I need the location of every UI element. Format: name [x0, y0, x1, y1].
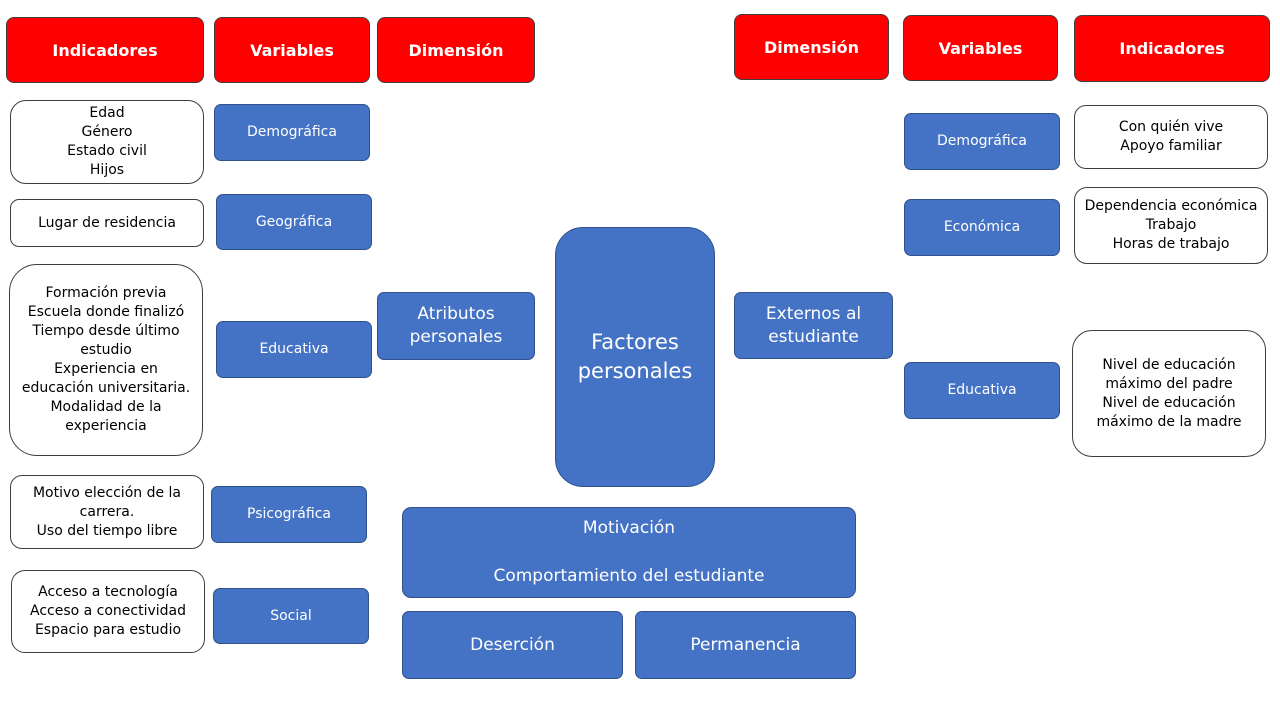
left-header-variables: Variables	[214, 17, 370, 83]
dimension-atributos-personales: Atributos personales	[377, 292, 535, 360]
variable-label: Demográfica	[937, 133, 1027, 149]
outcome-desercion: Deserción	[402, 611, 623, 679]
variable-social-left: Social	[213, 588, 369, 644]
variable-demografica-right: Demográfica	[904, 113, 1060, 170]
indicator-psicografica-left: Motivo elección de la carrera. Uso del t…	[10, 475, 204, 549]
dimension-label-line: estudiante	[768, 326, 859, 347]
indicator-line: Estado civil	[67, 143, 147, 159]
indicator-educativa-left: Formación previa Escuela donde finalizó …	[9, 264, 203, 456]
central-node-label-line: personales	[577, 359, 693, 383]
indicator-demografica-right: Con quién vive Apoyo familiar	[1074, 105, 1268, 169]
right-header-indicadores: Indicadores	[1074, 15, 1270, 82]
indicator-economica-right: Dependencia económica Trabajo Horas de t…	[1074, 187, 1268, 264]
indicator-line: Espacio para estudio	[34, 622, 182, 638]
variable-label: Educativa	[259, 341, 329, 357]
variable-label: Educativa	[947, 382, 1017, 398]
left-header-indicadores: Indicadores	[6, 17, 204, 83]
variable-label: Económica	[943, 219, 1021, 235]
indicator-line: Formación previa	[45, 285, 167, 301]
variable-psicografica-left: Psicográfica	[211, 486, 367, 543]
indicator-line: Tiempo desde último	[32, 323, 180, 339]
indicator-social-left: Acceso a tecnología Acceso a conectivida…	[11, 570, 205, 653]
dimension-label-line: personales	[409, 327, 503, 347]
indicator-line: Modalidad de la	[50, 399, 162, 415]
indicator-line: Acceso a tecnología	[38, 584, 178, 600]
left-header-indicadores-label: Indicadores	[52, 40, 158, 60]
indicator-line: Con quién vive	[1118, 119, 1224, 135]
indicator-line: máximo del padre	[1105, 375, 1233, 392]
indicator-line: Lugar de residencia	[38, 214, 176, 231]
indicator-line: Hijos	[89, 162, 125, 178]
indicator-line: estudio	[80, 342, 132, 358]
indicator-line: experiencia	[65, 418, 147, 434]
indicator-line: Apoyo familiar	[1120, 138, 1222, 154]
left-header-dimension: Dimensión	[377, 17, 535, 83]
central-node-factores-personales: Factores personales	[555, 227, 715, 487]
indicator-line: Género	[81, 124, 133, 140]
outcome-motivacion-comportamiento: Motivación Comportamiento del estudiante	[402, 507, 856, 598]
left-header-variables-label: Variables	[250, 40, 334, 60]
outcome-motivacion-label: Motivación	[582, 518, 676, 538]
indicator-line: Dependencia económica	[1084, 198, 1258, 214]
indicator-line: máximo de la madre	[1096, 413, 1242, 430]
dimension-label-line: Externos al	[765, 303, 862, 324]
central-node-label-line: Factores	[591, 330, 679, 354]
variable-educativa-left: Educativa	[216, 321, 372, 378]
right-header-dimension: Dimensión	[734, 14, 889, 80]
indicator-geografica-left: Lugar de residencia	[10, 199, 204, 247]
indicator-line: Acceso a conectividad	[29, 603, 187, 619]
right-header-dimension-label: Dimensión	[763, 37, 860, 57]
variable-economica-right: Económica	[904, 199, 1060, 256]
variable-label: Demográfica	[247, 124, 337, 140]
right-header-variables: Variables	[903, 15, 1058, 81]
variable-label: Social	[270, 607, 312, 624]
outcome-permanencia: Permanencia	[635, 611, 856, 679]
variable-geografica-left: Geográfica	[216, 194, 372, 250]
outcome-comportamiento-label: Comportamiento del estudiante	[493, 566, 765, 586]
left-header-dimension-label: Dimensión	[408, 40, 504, 60]
right-header-variables-label: Variables	[938, 38, 1023, 58]
variable-demografica-left: Demográfica	[214, 104, 370, 161]
indicator-line: Escuela donde finalizó	[27, 304, 185, 320]
indicator-line: Horas de trabajo	[1112, 236, 1230, 252]
indicator-line: educación universitaria.	[21, 380, 191, 396]
dimension-externos-al-estudiante: Externos al estudiante	[734, 292, 893, 359]
variable-educativa-right: Educativa	[904, 362, 1060, 419]
variable-label: Psicográfica	[247, 506, 331, 522]
dimension-label-line: Atributos	[417, 304, 495, 324]
indicator-line: Motivo elección de la	[32, 484, 182, 501]
indicator-line: Edad	[89, 105, 125, 121]
indicator-line: Nivel de educación	[1102, 356, 1236, 373]
indicator-line: Trabajo	[1145, 217, 1197, 233]
outcome-permanencia-label: Permanencia	[690, 634, 801, 655]
indicator-line: Experiencia en	[54, 361, 158, 377]
indicator-educativa-right: Nivel de educación máximo del padre Nive…	[1072, 330, 1266, 457]
variable-label: Geográfica	[255, 213, 333, 230]
indicator-line: carrera.	[79, 503, 135, 520]
indicator-line: Uso del tiempo libre	[36, 522, 178, 539]
indicator-line: Nivel de educación	[1102, 394, 1236, 411]
outcome-desercion-label: Deserción	[470, 634, 555, 655]
indicator-demografica-left: Edad Género Estado civil Hijos	[10, 100, 204, 184]
right-header-indicadores-label: Indicadores	[1119, 39, 1225, 58]
